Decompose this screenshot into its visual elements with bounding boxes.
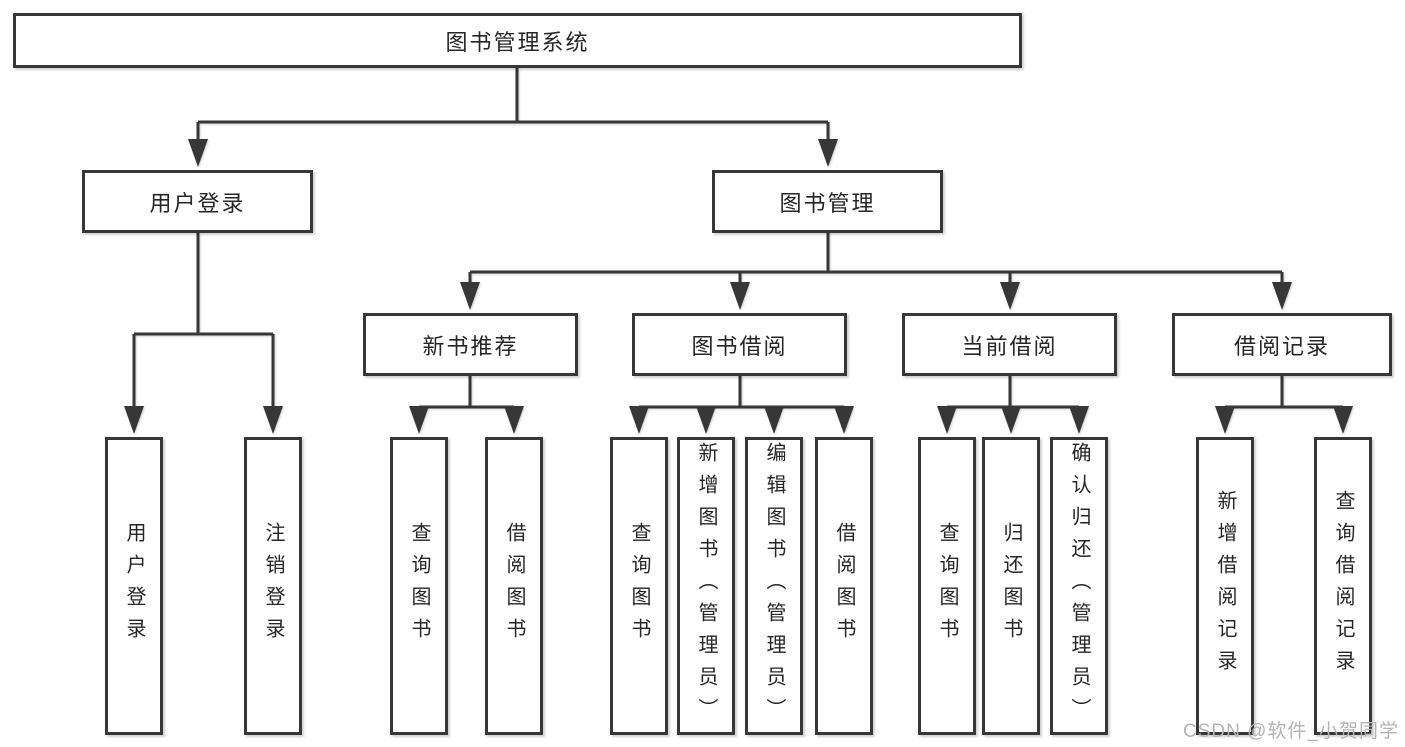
arrowheads — [124, 139, 1353, 434]
node-new-book-recommend: 新书推荐 — [363, 313, 578, 376]
node-borrowing-records: 借阅记录 — [1172, 313, 1392, 376]
leaf-add-borrow-record: 新增借阅记录 — [1196, 437, 1254, 735]
leaf-query-borrow-record: 查询借阅记录 — [1314, 437, 1372, 735]
node-label: 借阅记录 — [1233, 333, 1330, 359]
leaf-edit-books-admin: 编辑图书（管理员） — [745, 437, 803, 735]
leaf-logout: 注销登录 — [244, 437, 302, 735]
leaf-user-login: 用户登录 — [105, 437, 163, 735]
node-label: 新书推荐 — [422, 333, 519, 359]
leaf-search-books-recommend: 查询图书 — [390, 437, 448, 735]
leaf-add-books-admin: 新增图书（管理员） — [677, 437, 735, 735]
leaf-borrow-books-recommend: 借阅图书 — [485, 437, 543, 735]
node-label: 图书借阅 — [691, 333, 788, 359]
node-library-management-system: 图书管理系统 — [13, 13, 1022, 68]
leaf-label: 确认归还（管理员） — [1068, 442, 1090, 730]
leaf-search-books-borrow: 查询图书 — [610, 437, 668, 735]
node-current-borrowing: 当前借阅 — [902, 313, 1117, 376]
leaf-label: 新增图书（管理员） — [695, 442, 717, 730]
leaf-label: 查询借阅记录 — [1332, 490, 1354, 682]
leaf-label: 注销登录 — [262, 522, 284, 650]
leaf-label: 借阅图书 — [503, 522, 525, 650]
leaf-label: 编辑图书（管理员） — [763, 442, 785, 730]
leaf-label: 查询图书 — [628, 522, 650, 650]
node-label: 当前借阅 — [961, 333, 1058, 359]
node-book-borrowing: 图书借阅 — [632, 313, 847, 376]
leaf-label: 用户登录 — [123, 522, 145, 650]
node-label: 用户登录 — [149, 190, 246, 216]
leaf-label: 归还图书 — [1000, 522, 1022, 650]
node-label: 图书管理 — [779, 190, 876, 216]
csdn-watermark: CSDN @软件_小贺同学 — [1183, 721, 1399, 742]
leaf-confirm-return-admin: 确认归还（管理员） — [1050, 437, 1108, 735]
leaf-label: 新增借阅记录 — [1214, 490, 1236, 682]
leaf-borrow-books: 借阅图书 — [815, 437, 873, 735]
node-book-management: 图书管理 — [712, 170, 943, 233]
leaf-label: 借阅图书 — [833, 522, 855, 650]
leaf-label: 查询图书 — [408, 522, 430, 650]
leaf-search-books-current: 查询图书 — [918, 437, 976, 735]
node-user-login: 用户登录 — [82, 170, 313, 233]
leaf-return-books: 归还图书 — [982, 437, 1040, 735]
leaf-label: 查询图书 — [936, 522, 958, 650]
node-label: 图书管理系统 — [445, 29, 590, 55]
